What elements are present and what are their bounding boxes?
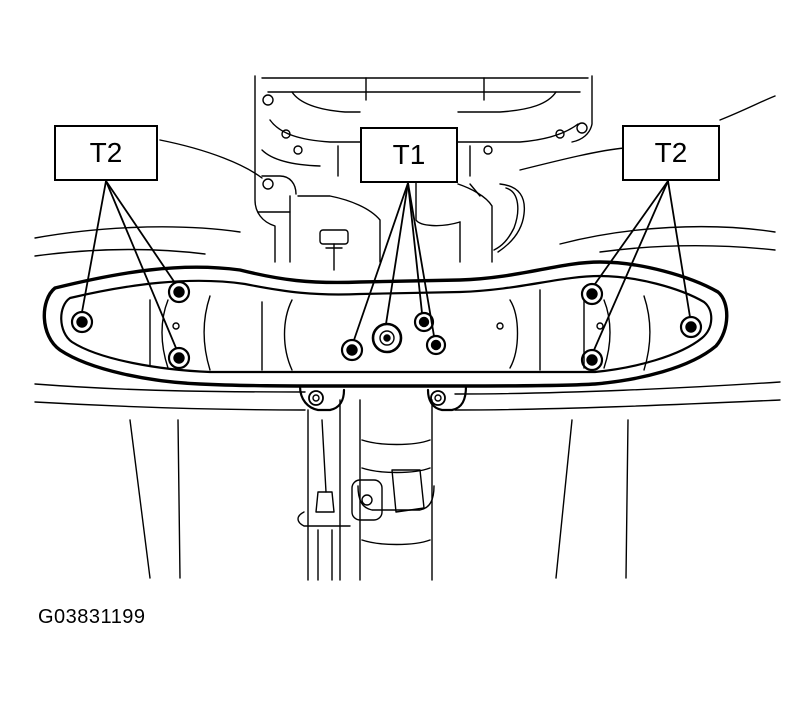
transmission-case — [254, 75, 593, 271]
leader-t2-left-2 — [105, 180, 176, 284]
leader-t2-right-3 — [667, 180, 691, 318]
leader-t2-left-3 — [105, 180, 177, 349]
body-contours — [34, 95, 781, 411]
leader-t1-2 — [385, 182, 409, 325]
leader-t2-right-2 — [593, 180, 669, 351]
bolt-t1-center — [371, 322, 403, 354]
bolt-t2-left-outer — [70, 310, 94, 334]
bolt-t2-right-upper — [580, 282, 604, 306]
leader-t2-left-1 — [81, 180, 107, 313]
leader-t1-1 — [353, 182, 409, 341]
figure-id: G03831199 — [38, 606, 146, 628]
leader-t1-4 — [407, 182, 435, 337]
leader-lines — [81, 180, 691, 351]
leader-t1-3 — [407, 182, 423, 314]
bolt-t1-a — [340, 338, 364, 362]
nut-tab-left — [308, 390, 324, 406]
bolt-t2-left-upper — [167, 280, 191, 304]
bolt-t2-right-lower — [580, 348, 604, 372]
crossmember — [42, 260, 729, 412]
driveshaft — [129, 399, 629, 581]
bolt-t2-left-lower — [167, 346, 191, 370]
bolt-t1-c — [425, 334, 447, 356]
callout-t1: T1 — [360, 127, 458, 183]
callout-t2-right: T2 — [622, 125, 720, 181]
bolts — [70, 280, 703, 406]
callout-t2-left: T2 — [54, 125, 158, 181]
leader-t2-right-1 — [594, 180, 669, 285]
nut-tab-right — [430, 390, 446, 406]
bolt-t1-b — [413, 311, 435, 333]
bolt-t2-right-outer — [679, 315, 703, 339]
